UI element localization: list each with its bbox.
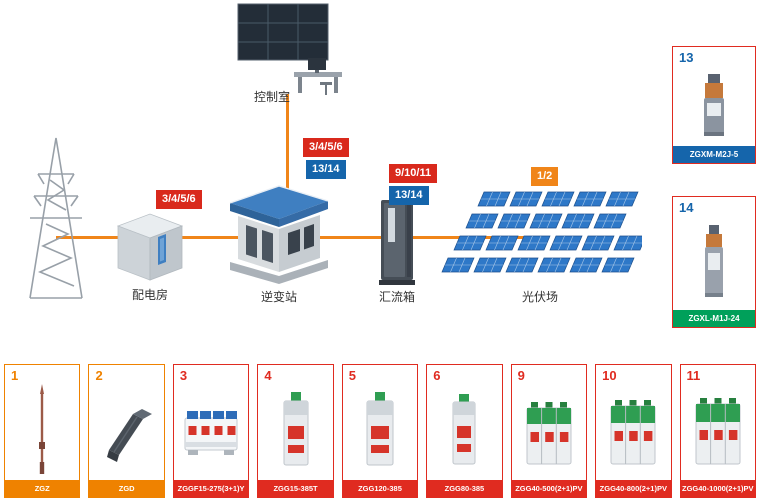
product-number: 2 [95,368,103,383]
product-number: 11 [686,368,701,383]
bottom-product-row: 1 ZGZ 2 ZGD [4,364,756,498]
badge-combiner-blue: 13/14 [389,186,429,205]
product-number: 3 [179,368,188,383]
spd-single-graphic [427,365,501,480]
distribution-room-graphic [116,213,184,281]
product-number: 10 [602,368,617,383]
product-card-4: 4 ZGG15-385T [257,364,334,498]
control-room-label: 控制室 [253,90,290,104]
control-room-node [232,2,350,103]
spd-pv-3pole-graphic [681,365,755,480]
signal-spd-graphic [673,47,755,146]
badge-combiner-red: 9/10/11 [389,164,438,183]
video-wall-graphic [237,3,342,95]
pv-field-node [438,186,647,291]
connection-line-vertical [286,94,289,190]
spd-single-graphic [258,365,332,480]
product-number: 13 [679,50,694,65]
signal-spd-graphic [673,197,755,310]
product-model-label: ZGG40-500(2+1)PV [511,480,587,497]
combiner-box-graphic [379,200,415,285]
product-card-14: 14 ZGXL-M1J-24 [672,196,756,328]
transmission-tower-graphic [29,137,83,299]
product-model-label: ZGXM-M2J-5 [673,146,755,163]
product-card-5: 5 ZGG120-385 [341,364,419,498]
solar-panels-graphic [441,191,647,273]
product-model-label: ZGZ [5,480,80,497]
inverter-station-graphic [229,185,329,284]
product-model-label: ZGG120-385 [342,480,418,497]
spd-4pole-graphic [174,365,248,480]
combiner-box-node [374,196,420,293]
spd-single-graphic [343,365,417,480]
product-model-label: ZGG40-800(2+1)PV [596,480,671,497]
combiner-box-label: 汇流箱 [378,290,415,304]
badge-pv-orange: 1/2 [531,167,559,186]
product-model-label: ZGD [89,480,164,497]
product-card-1: 1 ZGZ [4,364,81,498]
product-number: 14 [679,200,694,215]
pv-field-label: 光伏场 [521,290,558,304]
badge-inverter-red: 3/4/5/6 [303,138,349,157]
product-model-label: ZGG15-385T [258,480,333,497]
product-number: 5 [348,368,356,383]
product-number: 6 [433,368,441,383]
product-model-label: ZGXL-M1J-24 [673,310,755,327]
product-card-10: 10 ZGG40-800(2+1)PV [595,364,672,498]
transmission-tower-node [10,132,102,309]
product-model-label: ZGGF15-275(3+1)Y [173,480,249,497]
product-number: 4 [264,368,272,383]
inverter-station-label: 逆变站 [260,290,297,304]
lightning-rod-graphic [5,365,79,480]
product-card-9: 9 ZGG40-500(2+1)PV [510,364,588,498]
spd-pv-3pole-graphic [512,365,586,480]
badge-inverter-blue: 13/14 [306,160,346,179]
inverter-station-node [224,176,334,291]
product-model-label: ZGG40-1000(2+1)PV [680,480,755,497]
product-model-label: ZGG80-385 [427,480,502,497]
product-card-2: 2 ZGD [88,364,165,498]
spd-pv-3pole-graphic [596,365,670,480]
product-card-3: 3 ZGGF15-275(3+1)Y [172,364,250,498]
product-number: 9 [517,368,525,383]
distribution-room-node [114,204,186,289]
product-number: 1 [11,368,19,383]
distribution-room-label: 配电房 [131,288,168,302]
product-card-6: 6 ZGG80-385 [426,364,503,498]
ground-clamp-graphic [89,365,163,480]
product-card-13: 13 ZGXM-M2J-5 [672,46,756,164]
badge-distribution-red: 3/4/5/6 [156,190,202,209]
product-card-11: 11 ZGG40-1000(2+1)PV [679,364,756,498]
